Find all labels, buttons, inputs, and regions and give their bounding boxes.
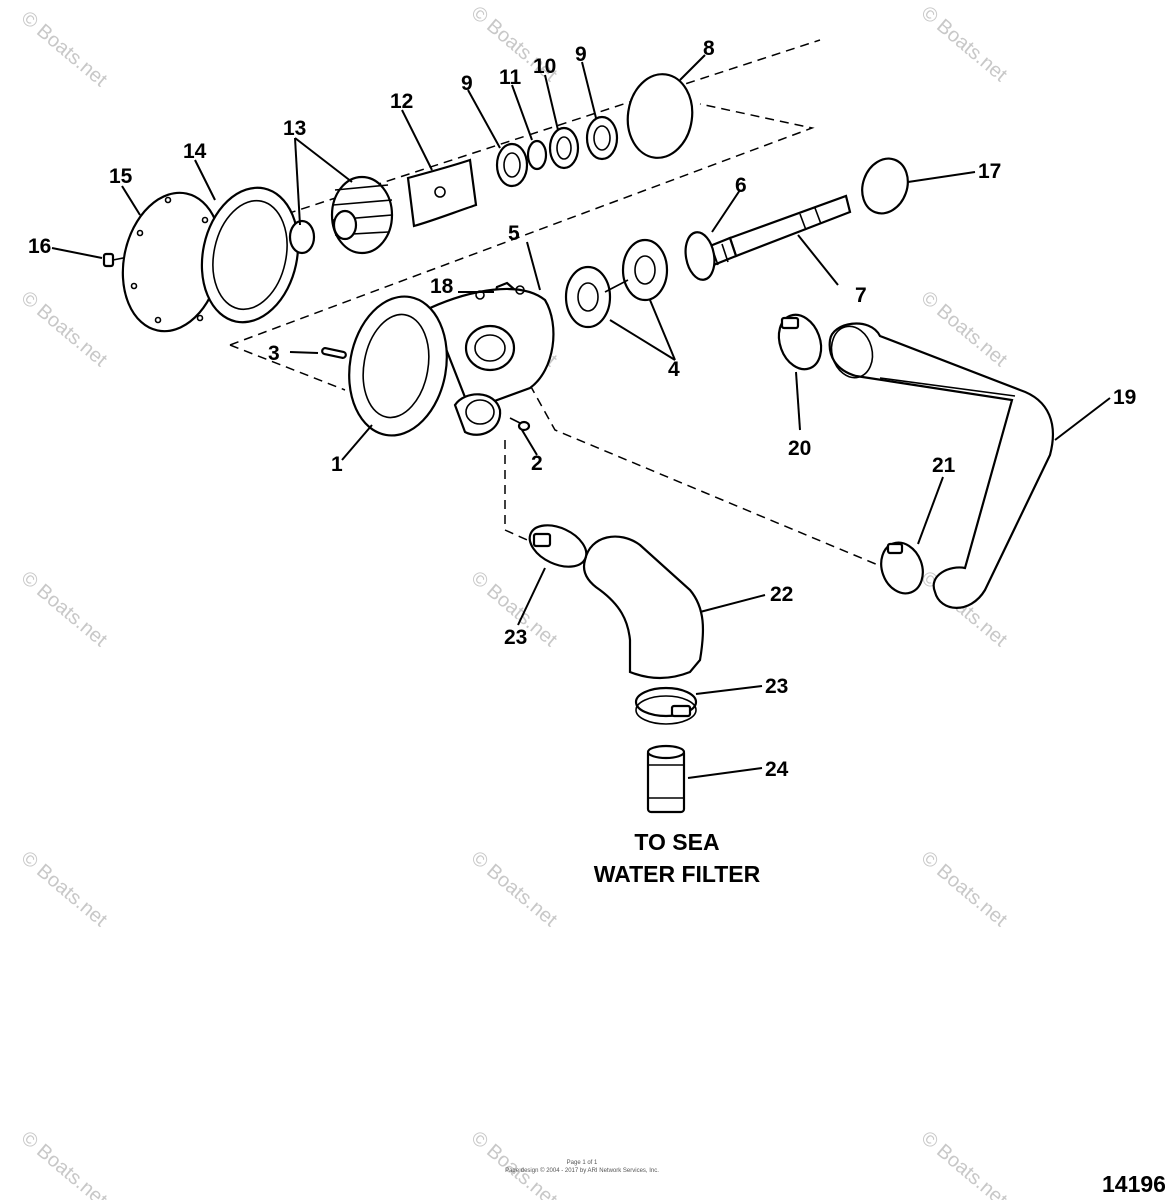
- callout-10: 10: [533, 55, 556, 78]
- clamp-23-upper: [528, 524, 588, 568]
- callout-21: 21: [932, 454, 956, 477]
- callout-20: 20: [788, 437, 811, 460]
- callout-8: 8: [703, 37, 715, 60]
- watermark: © Boats.net: [917, 1127, 1012, 1200]
- watermark: © Boats.net: [17, 847, 112, 931]
- callout-14: 14: [183, 140, 207, 163]
- o-ring-8: [626, 73, 694, 159]
- callout-13: 13: [283, 117, 306, 140]
- callout-9-right: 9: [575, 43, 587, 66]
- snap-ring-17: [861, 157, 909, 215]
- footer-page: Page 1 of 1: [567, 1160, 598, 1166]
- watermark: © Boats.net: [467, 1127, 562, 1200]
- callout-3: 3: [268, 342, 280, 365]
- seal-stack: [495, 115, 619, 188]
- callout-19: 19: [1113, 386, 1136, 409]
- callout-1: 1: [331, 453, 343, 476]
- wear-plate-12: [406, 158, 478, 228]
- callout-labels: 1 2 3 4 5 6 7 8 9 9 10 11 12 13 14 15 16…: [28, 37, 1136, 781]
- callout-5: 5: [508, 222, 520, 245]
- clamp-23-lower: [634, 686, 698, 725]
- watermark: © Boats.net: [17, 567, 112, 651]
- shaft-7: [698, 194, 852, 270]
- clamp-20: [777, 313, 823, 371]
- retaining-ring-6: [684, 231, 716, 281]
- screw-2: [509, 417, 531, 432]
- watermark: © Boats.net: [917, 2, 1012, 86]
- callout-23-lower: 23: [765, 675, 788, 698]
- callout-16: 16: [28, 235, 51, 258]
- callout-11: 11: [499, 66, 522, 89]
- callout-15: 15: [109, 165, 133, 188]
- clamp-21: [880, 541, 924, 595]
- callout-7: 7: [855, 284, 867, 307]
- callout-18: 18: [430, 275, 454, 298]
- pump-body-1: [348, 285, 555, 437]
- bearings-4-5: [564, 238, 669, 329]
- callout-4: 4: [668, 358, 680, 381]
- fitting-24: [646, 744, 686, 814]
- caption-line-2: WATER FILTER: [594, 861, 761, 887]
- impeller-13: [288, 175, 394, 255]
- caption-line-1: TO SEA: [634, 829, 719, 855]
- gasket-14: [200, 186, 300, 324]
- callout-6: 6: [735, 174, 747, 197]
- screw-16: [102, 252, 129, 268]
- callout-9-left: 9: [461, 72, 473, 95]
- leader-lines: [51, 54, 1111, 779]
- watermark: © Boats.net: [917, 847, 1012, 931]
- pin-3: [321, 347, 347, 359]
- callout-24: 24: [765, 758, 789, 781]
- watermark: © Boats.net: [467, 847, 562, 931]
- hose-22: [582, 535, 705, 680]
- callout-17: 17: [978, 160, 1001, 183]
- watermark: © Boats.net: [17, 287, 112, 371]
- figure-number: 14196: [1102, 1171, 1165, 1197]
- callout-23-upper: 23: [504, 626, 527, 649]
- callout-12: 12: [390, 90, 413, 113]
- watermark: © Boats.net: [17, 7, 112, 91]
- footer-copyright: Page design © 2004 - 2017 by ARI Network…: [505, 1167, 659, 1174]
- callout-22: 22: [770, 583, 793, 606]
- callout-2: 2: [531, 452, 543, 475]
- hose-19: [828, 322, 1054, 609]
- watermark: © Boats.net: [17, 1127, 112, 1200]
